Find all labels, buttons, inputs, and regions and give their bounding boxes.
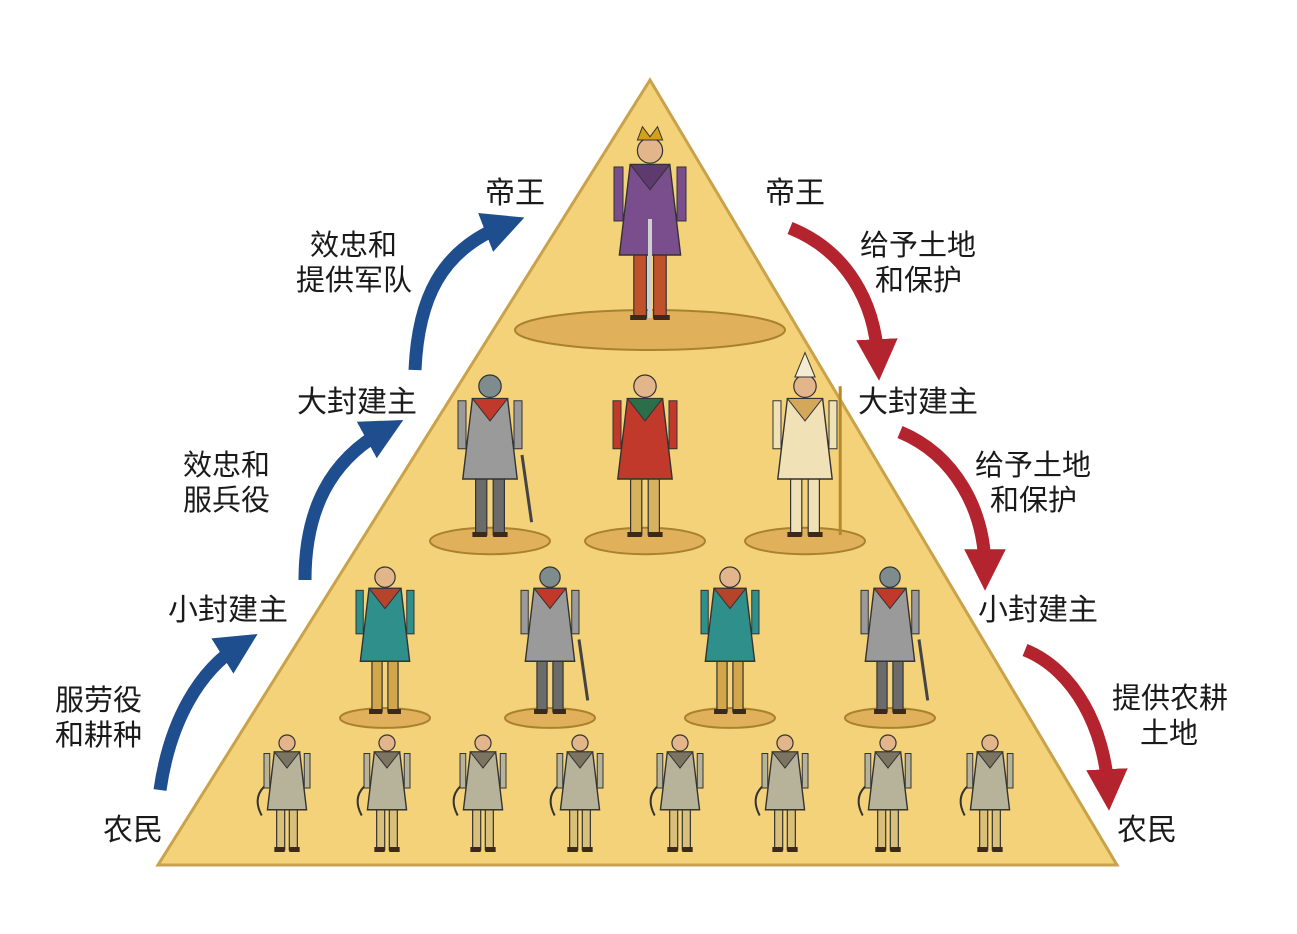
down-arrow-greater-to-lesser [897, 426, 1006, 591]
right-duty-2-line2: 和保护 [990, 483, 1077, 517]
left-duty-3-line1: 服劳役 [55, 683, 142, 717]
vassal-figure [339, 566, 431, 729]
right-duty-3-line2: 土地 [1140, 716, 1198, 750]
vassal-figure [684, 566, 776, 729]
left-rank-peasant: 农民 [103, 813, 163, 848]
peasant-figure [549, 734, 604, 852]
left-arrows [153, 213, 525, 791]
knight-figure [429, 374, 551, 556]
right-duty-1-line2: 和保护 [875, 263, 962, 297]
peasant-figure [649, 734, 704, 852]
left-rank-greater-lord: 大封建主 [297, 385, 417, 420]
bishop-figure [744, 351, 866, 556]
knight-figure [504, 566, 596, 729]
left-labels: 帝王 大封建主 小封建主 农民 效忠和 提供军队 效忠和 服兵役 服劳役 和耕种 [55, 176, 545, 848]
right-rank-lesser-lord: 小封建主 [978, 593, 1098, 628]
left-duty-1-line1: 效忠和 [310, 228, 397, 262]
left-duty-2-line1: 效忠和 [183, 448, 270, 482]
noble-figure [584, 374, 706, 556]
knight-figure [844, 566, 936, 729]
up-arrow-greater-to-king [408, 213, 525, 371]
left-rank-king: 帝王 [485, 176, 545, 211]
right-rank-greater-lord: 大封建主 [858, 385, 978, 420]
figures-layer [256, 125, 1014, 852]
peasant-figure [356, 734, 411, 852]
left-duty-2-line2: 服兵役 [183, 483, 270, 517]
left-duty-1-line2: 提供军队 [296, 263, 412, 297]
king-figure [613, 125, 687, 320]
peasant-figure [452, 734, 507, 852]
peasant-figure [857, 734, 912, 852]
up-arrow-peasant-to-lesser [153, 633, 258, 791]
right-arrows [787, 221, 1128, 811]
right-rank-king: 帝王 [765, 176, 825, 211]
down-arrow-king-to-greater [787, 221, 898, 381]
peasant-figure [959, 734, 1014, 852]
peasant-figure [754, 734, 809, 852]
left-duty-3-line2: 和耕种 [55, 718, 142, 752]
right-duty-3-line1: 提供农耕 [1112, 681, 1228, 715]
left-rank-lesser-lord: 小封建主 [168, 593, 288, 628]
right-labels: 帝王 大封建主 小封建主 农民 给予土地 和保护 给予土地 和保护 提供农耕 土… [765, 176, 1228, 848]
right-rank-peasant: 农民 [1117, 813, 1177, 848]
up-arrow-lesser-to-greater [298, 420, 404, 581]
right-duty-2-line1: 给予土地 [975, 448, 1091, 482]
down-arrow-lesser-to-peasant [1022, 643, 1128, 811]
right-duty-1-line1: 给予土地 [860, 228, 976, 262]
peasant-figure [256, 734, 311, 852]
